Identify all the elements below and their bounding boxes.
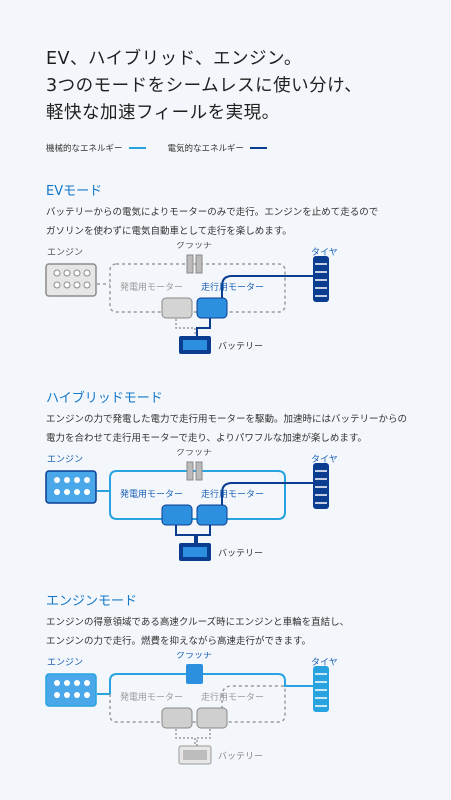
engine-engine [45, 673, 97, 707]
hybrid-generator-wire [175, 522, 196, 543]
engine-direct-drive-line [97, 673, 313, 695]
engine-battery-label: バッテリー [218, 751, 263, 762]
hybrid-tire-label: タイヤ [311, 454, 338, 465]
ev-engine [45, 263, 97, 297]
hybrid-battery-wire [196, 522, 211, 543]
engine-drive-motor [196, 707, 228, 729]
engine-clutch-label: クラッチ [176, 652, 212, 661]
legend-electrical-swatch [250, 147, 268, 149]
engine-generator-wire [175, 725, 196, 746]
hybrid-mode-title: ハイブリッドモード [46, 391, 163, 406]
hybrid-mode-desc-line-1: エンジンの力で発電した電力で走行用モーターを駆動。加速時にはバッテリーからの [46, 414, 408, 425]
headline-line-3: 軽快な加速フィールを実現。 [46, 103, 280, 123]
headline: EV、ハイブリッド、エンジン。 3つのモードをシームレスに使い分け、 軽快な加速… [46, 46, 436, 127]
engine-mode-diagram: エンジン クラッチ 発電用モーター 走行用モーター バッテリー タイヤ [45, 652, 338, 765]
hybrid-generator-motor [161, 504, 193, 526]
engine-battery-wire [196, 725, 211, 746]
engine-mode-desc-line-1: エンジンの得意領域である高速クルーズ時にエンジンと車輪を直結し、 [46, 617, 350, 628]
hybrid-drive-motor [196, 504, 228, 526]
ev-generator-wire [175, 315, 196, 336]
ev-clutch-label: クラッチ [176, 242, 212, 251]
ev-generator-label: 発電用モーター [120, 281, 183, 293]
ev-tire-label: タイヤ [311, 247, 338, 258]
engine-tire [313, 666, 329, 712]
engine-engine-label: エンジン [47, 658, 83, 668]
legend-mechanical-label: 機械的なエネルギー [46, 144, 123, 154]
hybrid-clutch [186, 461, 203, 481]
ev-battery-wire [196, 315, 211, 336]
hybrid-tire [313, 463, 329, 509]
engine-tire-label: タイヤ [311, 657, 338, 668]
ev-generator-motor [161, 297, 193, 319]
ev-engine-label: エンジン [47, 248, 83, 258]
hybrid-mode-diagram: エンジン クラッチ 発電用モーター 走行用モーター バッテリー タイヤ [45, 449, 338, 561]
hybrid-engine [45, 470, 97, 504]
ev-clutch [186, 254, 203, 274]
ev-battery-label: バッテリー [218, 341, 263, 352]
ev-battery [179, 336, 211, 354]
hybrid-drive-motor-label: 走行用モーター [201, 488, 264, 500]
engine-generator-label: 発電用モーター [120, 691, 183, 703]
hybrid-battery [179, 543, 211, 561]
ev-drive-motor [196, 297, 228, 319]
engine-inactive-motor-line [221, 685, 285, 709]
ev-drive-motor-label: 走行用モーター [201, 281, 264, 293]
legend-mechanical-swatch [128, 147, 146, 149]
ev-mode-description: バッテリーからの電気によりモーターのみで走行。エンジンを止めて走るので ガソリン… [46, 203, 446, 241]
headline-line-1: EV、ハイブリッド、エンジン。 [46, 49, 302, 69]
hybrid-housing-loop [97, 470, 286, 520]
engine-mode-description: エンジンの得意領域である高速クルーズ時にエンジンと車輪を直結し、 エンジンの力で… [46, 613, 446, 651]
ev-mode-desc-line-2: ガソリンを使わずに電気自動車として走行を楽しめます。 [46, 226, 292, 237]
headline-line-2: 3つのモードをシームレスに使い分け、 [46, 76, 363, 96]
engine-mode-desc-line-2: エンジンの力で走行。燃費を抑えながら高速走行ができます。 [46, 636, 312, 647]
engine-battery [178, 745, 212, 765]
ev-mode-diagram: エンジン クラッチ 発電用モーター 走行用モーター バッテリー タイヤ [45, 242, 338, 354]
hybrid-clutch-label: クラッチ [176, 449, 212, 458]
engine-drive-motor-label: 走行用モーター [201, 691, 264, 703]
hybrid-mode-desc-line-2: 電力を合わせて走行用モーターで走り、よりパワフルな加速が楽しめます。 [46, 433, 367, 444]
hybrid-battery-label: バッテリー [218, 548, 263, 559]
energy-legend: 機械的なエネルギー 電気的なエネルギー [46, 142, 289, 154]
legend-electrical-label: 電気的なエネルギー [167, 144, 245, 154]
engine-generator-motor [161, 707, 193, 729]
engine-clutch [186, 664, 203, 684]
hybrid-engine-label: エンジン [47, 455, 83, 465]
engine-mode-title: エンジンモード [46, 594, 138, 609]
hybrid-generator-label: 発電用モーター [120, 488, 183, 500]
hybrid-mode-description: エンジンの力で発電した電力で走行用モーターを駆動。加速時にはバッテリーからの 電… [46, 410, 446, 448]
ev-mode-title: EVモード [46, 184, 103, 199]
ev-drive-line [221, 275, 285, 299]
ev-tire [313, 256, 329, 302]
ev-mode-desc-line-1: バッテリーからの電気によりモーターのみで走行。エンジンを止めて走るので [46, 207, 379, 218]
hybrid-drive-line [221, 482, 285, 506]
